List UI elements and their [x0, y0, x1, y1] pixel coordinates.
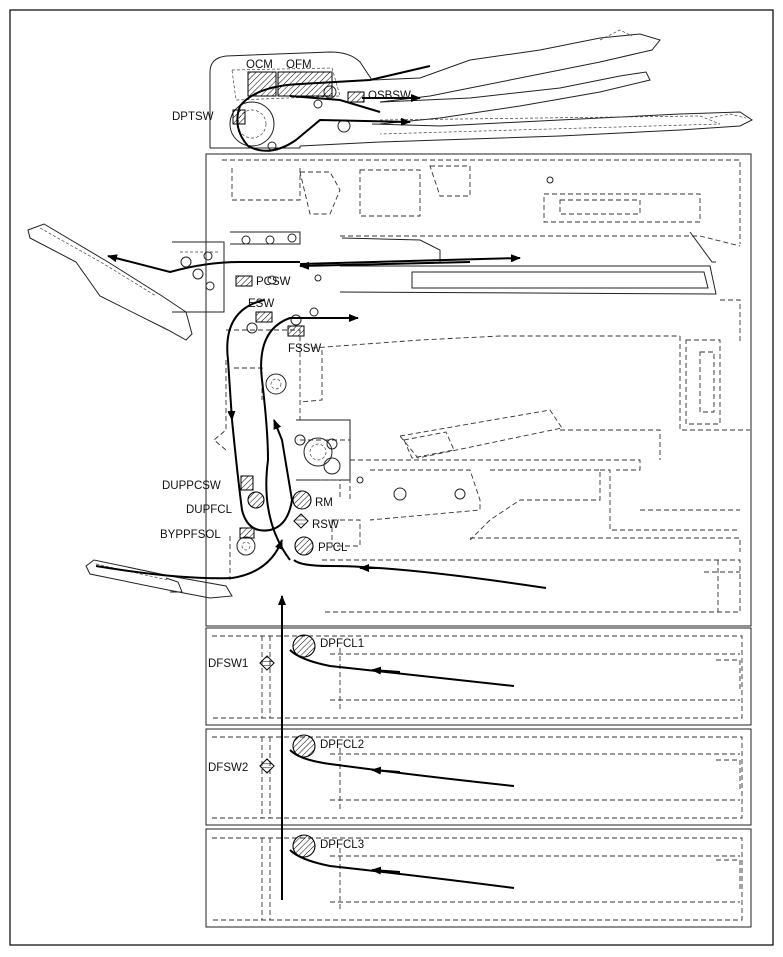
bypass-tray — [85, 536, 256, 599]
label-dpfcl3: DPFCL3 — [320, 839, 364, 851]
byppfsol-solenoid — [239, 527, 255, 539]
paper-paths — [95, 65, 547, 900]
dfsw1-sensor — [259, 655, 275, 671]
label-pcsw: PCSW — [256, 276, 291, 288]
label-dfsw1: DFSW1 — [208, 658, 248, 670]
label-rsw: RSW — [312, 519, 339, 531]
dpfcl3-clutch — [292, 834, 316, 858]
label-osbsw: OSBSW — [368, 90, 411, 102]
label-pfcl: PFCL — [318, 542, 348, 554]
label-ofm: OFM — [286, 59, 312, 71]
fssw-sensor — [287, 325, 305, 337]
cassette-trays — [205, 627, 752, 928]
esw-sensor — [255, 311, 273, 323]
dupfcl-clutch — [247, 491, 265, 509]
label-dptsw: DPTSW — [172, 111, 214, 123]
document-feeder — [209, 29, 753, 151]
duppcsw-sensor — [240, 475, 254, 491]
rsw-sensor — [293, 513, 309, 529]
fuser-area — [213, 307, 351, 500]
dptsw-sensor — [232, 109, 246, 125]
outer-border — [9, 9, 774, 946]
rm-motor — [292, 490, 312, 510]
ofm-motor — [277, 71, 333, 97]
label-dupfcl: DUPFCL — [186, 504, 233, 516]
label-byppfsol: BYPPFSOL — [160, 529, 221, 541]
exit-tray — [27, 223, 322, 341]
main-body — [205, 153, 752, 627]
osbsw-sensor — [347, 91, 365, 103]
dpfcl2-clutch — [292, 734, 316, 758]
label-dfsw2: DFSW2 — [208, 762, 248, 774]
label-ocm: OCM — [246, 59, 273, 71]
components — [232, 71, 365, 858]
pfcl-clutch — [294, 536, 314, 556]
ocm-motor — [247, 71, 277, 97]
dpfcl1-clutch — [292, 634, 316, 658]
label-duppcsw: DUPPCSW — [162, 480, 221, 492]
label-dpfcl1: DPFCL1 — [320, 638, 364, 650]
pcsw-sensor — [235, 275, 253, 287]
labels: OCM OFM OSBSW DPTSW PCSW ESW FSSW DUPPCS… — [160, 59, 411, 851]
label-esw: ESW — [248, 298, 274, 310]
label-rm: RM — [315, 497, 333, 509]
dfsw2-sensor — [259, 758, 275, 774]
label-fssw: FSSW — [288, 343, 321, 355]
label-dpfcl2: DPFCL2 — [320, 739, 364, 751]
